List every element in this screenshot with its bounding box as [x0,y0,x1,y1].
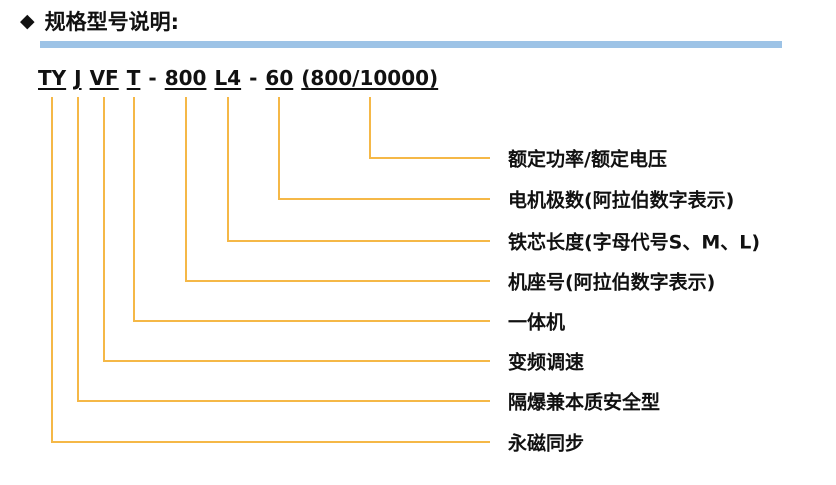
code-segment-power-voltage: (800/10000) [301,66,439,90]
code-segment-t: T [126,66,141,90]
connector-frame [185,97,490,282]
code-dash: - [249,66,258,90]
label-permanent-magnet: 永磁同步 [508,432,585,455]
label-integrated: 一体机 [508,311,566,334]
code-segment-poles: 60 [265,66,294,90]
connector-explosion-proof [77,97,490,402]
connector-permanent-magnet [51,97,490,443]
label-rated-power-voltage: 额定功率/额定电压 [508,148,667,171]
section-title: 规格型号说明: [44,10,180,34]
code-segment-core-length: L4 [214,66,242,90]
label-core-length: 铁芯长度(字母代号S、M、L) [508,231,761,254]
connector-integrated [133,97,490,322]
code-segment-ty: TY [38,66,67,90]
code-segment-vf: VF [89,66,119,90]
connector-poles [278,97,490,200]
section-heading: ◆ 规格型号说明: [20,5,179,37]
connector-power-voltage [369,97,490,159]
label-pole-count: 电机极数(阿拉伯数字表示) [508,189,735,212]
code-segment-frame: 800 [164,66,207,90]
connector-variable-frequency [103,97,490,362]
heading-divider [40,41,782,48]
label-variable-frequency: 变频调速 [508,351,585,374]
code-dash: - [148,66,157,90]
code-segment-j: J [74,66,82,90]
connector-core-length [227,97,490,242]
model-code: TY J VF T - 800 L4 - 60 (800/10000) [38,66,438,94]
label-frame-number: 机座号(阿拉伯数字表示) [508,271,716,294]
diamond-bullet-icon: ◆ [20,10,35,32]
label-explosion-proof: 隔爆兼本质安全型 [508,391,661,414]
